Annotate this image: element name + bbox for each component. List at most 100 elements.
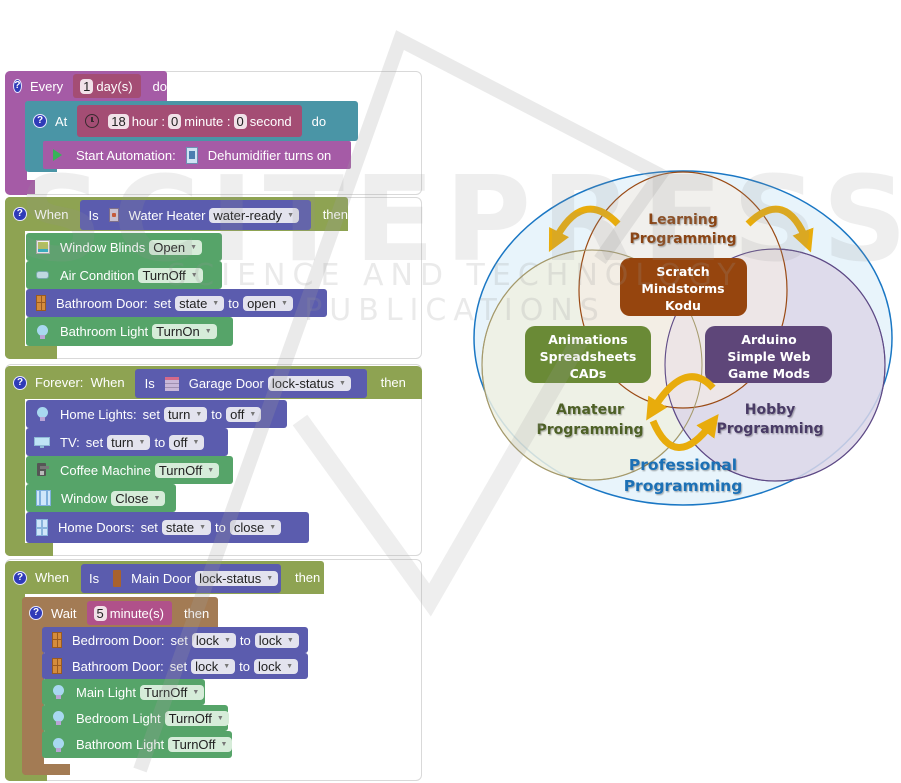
value-dropdown[interactable]: close▼	[229, 520, 282, 535]
action-row[interactable]: Bathroom Light TurnOff▼	[42, 731, 233, 758]
property-dropdown[interactable]: state ▼	[161, 520, 212, 535]
wait-block-footer	[22, 764, 70, 775]
action-row[interactable]: Bedrroom Door: set lock▼ to lock▼	[42, 627, 308, 653]
value-dropdown[interactable]: TurnOff▼	[164, 710, 229, 726]
action-row[interactable]: Bathroom Light TurnOn▼	[26, 317, 233, 346]
value-dropdown[interactable]: lock▼	[254, 632, 299, 648]
state-dropdown[interactable]: water-ready▼	[209, 207, 299, 223]
action-row[interactable]: Main Light TurnOff▼	[42, 679, 205, 705]
value-dropdown[interactable]: TurnOff▼	[139, 684, 205, 700]
time-input-block[interactable]: 18 hour : 0 minute : 0 second	[77, 105, 302, 137]
action-row[interactable]: Bathroom Door: set lock▼ to lock▼	[42, 653, 308, 679]
property-dropdown[interactable]: turn▼	[163, 406, 208, 422]
value-dropdown[interactable]: lock▼	[254, 658, 299, 674]
home-doors-icon	[36, 519, 48, 536]
value-dropdown[interactable]: TurnOff▼	[168, 737, 233, 752]
dropdown-arrow-icon: ▼	[249, 410, 257, 418]
property-dropdown[interactable]: state▼	[175, 295, 225, 311]
every-block[interactable]: ? Every 1 day(s) do	[5, 71, 167, 101]
hobby-programming-label-line1: Hobby	[745, 402, 796, 418]
device-name: Bedrroom Door:	[72, 632, 165, 648]
condition-block[interactable]: Is Main Door lock-status▼	[80, 564, 281, 593]
value-dropdown[interactable]: off▼	[169, 434, 205, 450]
action-row[interactable]: Window Blinds Open▼	[26, 233, 222, 261]
action-row[interactable]: Air Condition TurnOff▼	[26, 261, 222, 289]
start-automation-block[interactable]: Start Automation: Dehumidifier turns on	[43, 141, 351, 169]
do-label: do	[311, 113, 327, 129]
dropdown-arrow-icon: ▼	[190, 271, 198, 279]
property-dropdown[interactable]: lock▼	[191, 632, 236, 648]
to-label: to	[211, 406, 223, 422]
wait-value[interactable]: 5	[93, 605, 107, 621]
hobby-examples-box	[705, 326, 832, 383]
property-dropdown-value: state	[165, 520, 195, 535]
when-block[interactable]: ? When Is Main Door lock-status▼ then	[5, 561, 324, 594]
wait-duration-block[interactable]: 5 minute(s)	[86, 601, 172, 625]
state-dropdown[interactable]: lock-status ▼	[267, 376, 351, 391]
state-dropdown-value: lock-status	[271, 376, 335, 391]
dropdown-arrow-icon: ▼	[199, 524, 207, 531]
dropdown-arrow-icon: ▼	[153, 494, 161, 502]
window-icon	[36, 490, 51, 506]
minute-input[interactable]: 0	[168, 113, 182, 129]
condition-block[interactable]: Is Garage Door lock-status▼	[134, 369, 367, 398]
value-dropdown[interactable]: Open▼	[149, 239, 203, 255]
dropdown-arrow-icon: ▼	[190, 243, 198, 251]
action-row[interactable]: Bedroom Light TurnOff▼	[42, 705, 229, 731]
programming-venn-diagram: Scratch Mindstorms Kodu Animations Sprea…	[473, 170, 893, 506]
every-label: Every	[29, 78, 64, 94]
dropdown-arrow-icon: ▼	[286, 662, 294, 670]
wait-block[interactable]: ? Wait 5 minute(s) then	[22, 597, 218, 629]
forever-when-block[interactable]: ? Forever: When Is Garage Door lock-stat…	[5, 366, 422, 399]
action-row[interactable]: Home Lights: set turn▼ to off▼	[26, 400, 287, 428]
interval-input-block[interactable]: 1 day(s)	[73, 74, 141, 98]
interval-value[interactable]: 1	[80, 78, 94, 94]
action-row[interactable]: Window Close▼	[26, 484, 176, 512]
hobby-example-1: Arduino	[741, 332, 797, 347]
device-name: Water Heater	[128, 207, 206, 223]
value-dropdown[interactable]: TurnOff▼	[154, 462, 220, 478]
property-dropdown[interactable]: lock▼	[191, 658, 236, 674]
action-row[interactable]: Bathroom Door: set state▼ to open▼	[26, 289, 327, 317]
dropdown-arrow-icon: ▼	[339, 380, 346, 387]
help-icon[interactable]: ?	[33, 114, 47, 128]
state-dropdown[interactable]: lock-status▼	[195, 571, 279, 586]
coffee-machine-icon	[36, 462, 50, 478]
device-name: Garage Door	[188, 376, 264, 391]
hour-label: hour :	[131, 113, 166, 129]
help-icon[interactable]: ?	[13, 207, 27, 221]
help-icon[interactable]: ?	[13, 79, 22, 93]
value-dropdown-value: TurnOff	[143, 684, 188, 700]
when-block[interactable]: ? When Is Water Heater water-ready▼ then	[5, 197, 348, 231]
tv-icon	[34, 434, 50, 450]
value-dropdown[interactable]: Close▼	[111, 490, 166, 506]
action-row[interactable]: TV: set turn▼ to off▼	[26, 428, 228, 456]
dropdown-arrow-icon: ▼	[223, 636, 231, 644]
help-icon[interactable]: ?	[13, 570, 27, 585]
value-dropdown[interactable]: open▼	[243, 295, 293, 311]
value-dropdown[interactable]: TurnOff▼	[138, 267, 203, 283]
action-row[interactable]: Home Doors: set state▼ to close▼	[26, 512, 309, 543]
help-icon[interactable]: ?	[29, 606, 43, 620]
value-dropdown[interactable]: off ▼	[226, 406, 262, 422]
arrow-learning-to-amateur	[548, 205, 621, 252]
device-name: Coffee Machine	[60, 462, 151, 478]
door-icon	[52, 632, 62, 648]
when-block-footer	[5, 346, 57, 359]
value-dropdown[interactable]: TurnOn▼	[152, 324, 217, 339]
action-row[interactable]: Coffee Machine TurnOff▼	[26, 456, 233, 484]
at-block[interactable]: ? At 18 hour : 0 minute : 0 second do	[25, 101, 358, 141]
set-label: set	[153, 295, 172, 311]
dropdown-arrow-icon: ▼	[286, 636, 294, 644]
hobby-example-3: Game Mods	[728, 366, 810, 381]
value-dropdown-value: TurnOff	[172, 737, 216, 752]
property-dropdown[interactable]: turn▼	[107, 434, 151, 450]
device-name: Home Doors:	[58, 520, 135, 535]
value-dropdown-value: off	[230, 406, 245, 422]
help-icon[interactable]: ?	[13, 375, 27, 390]
learning-example-3: Kodu	[665, 298, 701, 313]
second-input[interactable]: 0	[233, 113, 247, 129]
condition-block[interactable]: Is Water Heater water-ready▼	[80, 200, 311, 230]
hour-input[interactable]: 18	[108, 113, 129, 129]
device-name: Window Blinds	[60, 239, 146, 255]
